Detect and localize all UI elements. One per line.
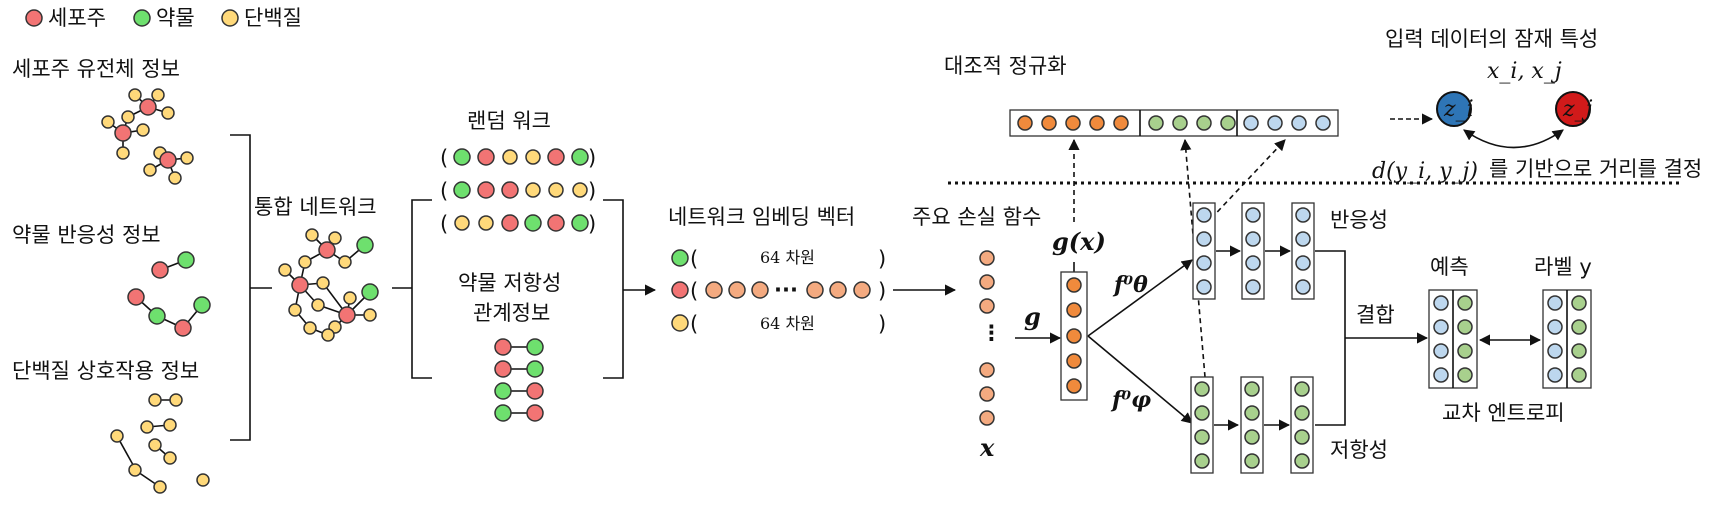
protein-interaction-graph	[110, 393, 210, 494]
svg-text:): )	[878, 279, 886, 303]
contrastive-title: 대조적 정규화	[944, 54, 1067, 78]
latent-vars: x_i, x_j	[1487, 59, 1562, 84]
svg-text:(: (	[440, 212, 448, 236]
legend: 세포주 약물 단백질	[25, 6, 302, 30]
zi-label: z_i	[1443, 97, 1474, 122]
svg-text:(: (	[690, 247, 698, 271]
prediction-title: 예측	[1430, 255, 1469, 279]
drug-resistance-pairs	[494, 338, 544, 422]
drug-response-title: 약물 반응성 정보	[12, 223, 161, 247]
zi-node	[1436, 91, 1472, 127]
resistance-branch	[1190, 376, 1314, 474]
resistance-label: 저항성	[1330, 438, 1388, 462]
legend-drug-label: 약물	[156, 6, 195, 30]
svg-text:): )	[588, 212, 596, 236]
legend-cell-line-dot	[25, 9, 43, 27]
svg-text:): )	[878, 312, 886, 336]
drug-resistance-title-2: 관계정보	[473, 301, 550, 325]
legend-protein-label: 단백질	[244, 6, 302, 30]
legend-protein-dot	[221, 9, 239, 27]
cell-genome-title: 세포주 유전체 정보	[12, 57, 180, 81]
responsiveness-label: 반응성	[1330, 208, 1388, 232]
latent-title: 입력 데이터의 잠재 특성	[1385, 27, 1598, 51]
g-of-x-label: g(x)	[1052, 227, 1106, 256]
latent-distance-arc	[1463, 129, 1564, 149]
svg-text:): )	[588, 179, 596, 203]
responsiveness-branch	[1192, 202, 1315, 300]
svg-text:): )	[878, 247, 886, 271]
label-y-title: 라벨 y	[1534, 255, 1592, 279]
drug-response-graph	[127, 251, 211, 337]
zj-node	[1555, 91, 1591, 127]
contrastive-bar	[1009, 109, 1339, 137]
f-phi-arrow	[1087, 335, 1193, 424]
integrated-network-title: 통합 네트워크	[254, 195, 377, 219]
zj-label: z_j	[1562, 97, 1593, 122]
prediction-matrix	[1428, 289, 1478, 389]
network-bracket	[392, 199, 432, 379]
x-label: x	[979, 433, 995, 462]
combine-bracket	[1315, 250, 1429, 426]
f-phi-label: f⁰φ	[1110, 387, 1151, 413]
embedding-vectors: ( 64 차원 ) ( ··· ) ( 64 차원 )	[671, 247, 886, 336]
main-loss-title: 주요 손실 함수	[912, 205, 1041, 229]
protein-interaction-title: 단백질 상호작용 정보	[12, 359, 199, 383]
f-theta-arrow	[1087, 259, 1193, 337]
random-walk-sequences: () () ()	[440, 146, 596, 236]
label-matrix	[1542, 289, 1592, 389]
svg-text:···: ···	[774, 278, 798, 302]
legend-cell-line-label: 세포주	[48, 6, 106, 30]
svg-text:(: (	[440, 146, 448, 170]
cross-entropy-label: 교차 엔트로피	[1442, 401, 1565, 425]
distance-expr: d(y_i, y_j)	[1372, 159, 1478, 184]
sources-bracket	[230, 134, 272, 441]
distance-note: 를 기반으로 거리를 결정	[1489, 157, 1702, 181]
combine-label: 결합	[1356, 303, 1395, 327]
f-theta-label: f⁰θ	[1112, 272, 1148, 298]
random-walk-title: 랜덤 워크	[467, 109, 551, 133]
svg-text:(: (	[690, 312, 698, 336]
svg-text:(: (	[440, 179, 448, 203]
input-vector-x: ⋮	[979, 250, 1002, 426]
svg-text:⋮: ⋮	[981, 321, 1002, 345]
integrated-network-graph	[278, 228, 379, 342]
svg-text:): )	[588, 146, 596, 170]
walk-bracket	[603, 199, 657, 379]
g-label: g	[1024, 302, 1041, 331]
cell-genome-graph	[101, 88, 194, 185]
embedding-title: 네트워크 임베딩 벡터	[668, 205, 855, 229]
dim-bottom-label: 64 차원	[760, 314, 815, 333]
g-vector	[1060, 271, 1088, 401]
drug-resistance-title-1: 약물 저항성	[458, 271, 561, 295]
svg-text:(: (	[690, 279, 698, 303]
dim-top-label: 64 차원	[760, 248, 815, 267]
legend-drug-dot	[133, 9, 151, 27]
